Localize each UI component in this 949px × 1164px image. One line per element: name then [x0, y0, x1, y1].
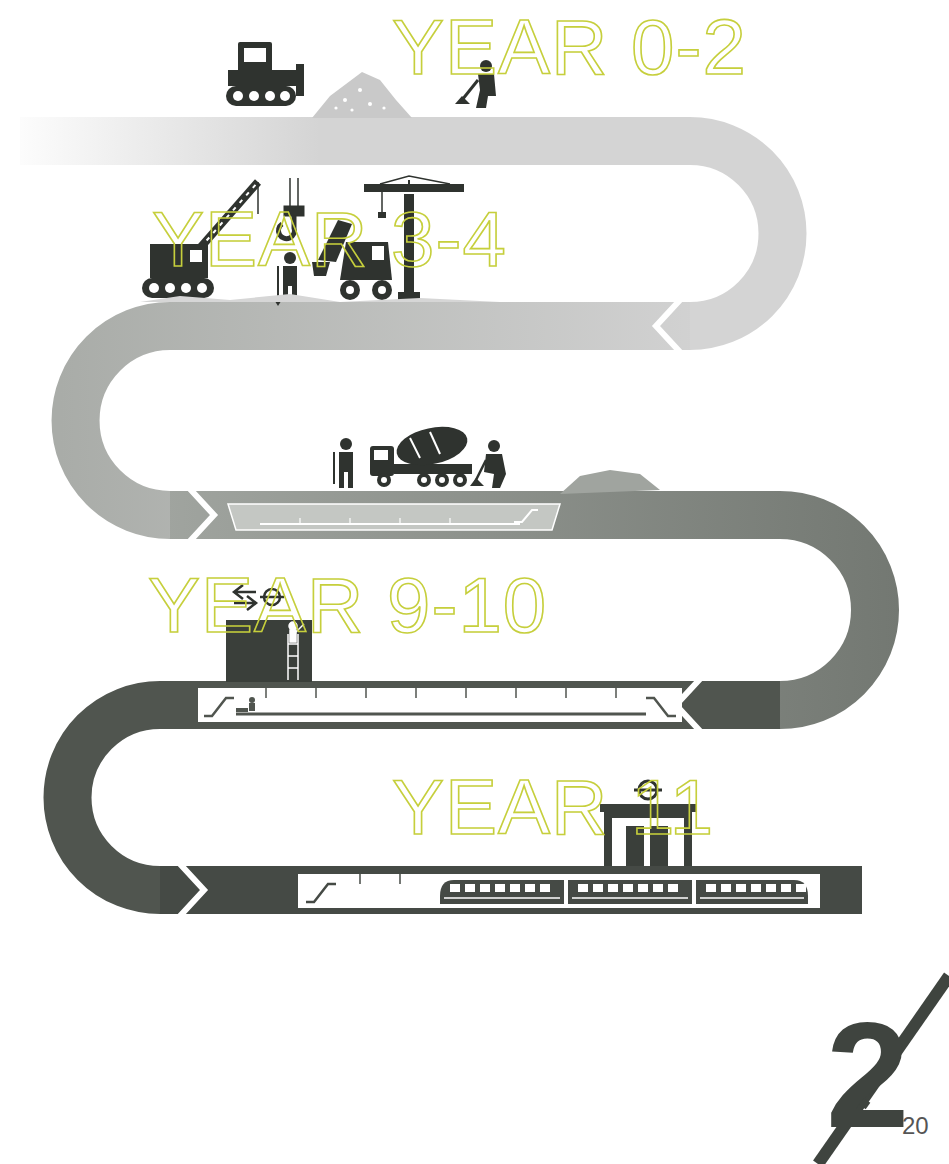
- worker-small: [314, 653, 322, 681]
- year-heading: YEAR 0-2: [392, 8, 747, 86]
- worker-shovelling: [470, 440, 506, 488]
- spoil-heap: [560, 470, 660, 494]
- station-box: [228, 504, 560, 530]
- year-heading: YEAR 11: [392, 768, 714, 846]
- train-car: [568, 880, 692, 904]
- mixer-truck: [370, 421, 472, 487]
- platform: [298, 874, 820, 908]
- year-heading: YEAR 3-4: [152, 200, 507, 278]
- logo-numeral: 2: [826, 1000, 909, 1150]
- logo-line: [818, 976, 949, 1164]
- worker-standing: [334, 438, 353, 488]
- bulldozer: [226, 42, 304, 106]
- train-car: [696, 880, 808, 904]
- train-car: [440, 880, 564, 904]
- year-heading: YEAR 9-10: [148, 566, 547, 644]
- page-number: 20: [902, 1114, 929, 1138]
- rubble: [140, 294, 500, 302]
- station-hall: [198, 688, 682, 722]
- train: [440, 880, 808, 904]
- road: [20, 141, 875, 890]
